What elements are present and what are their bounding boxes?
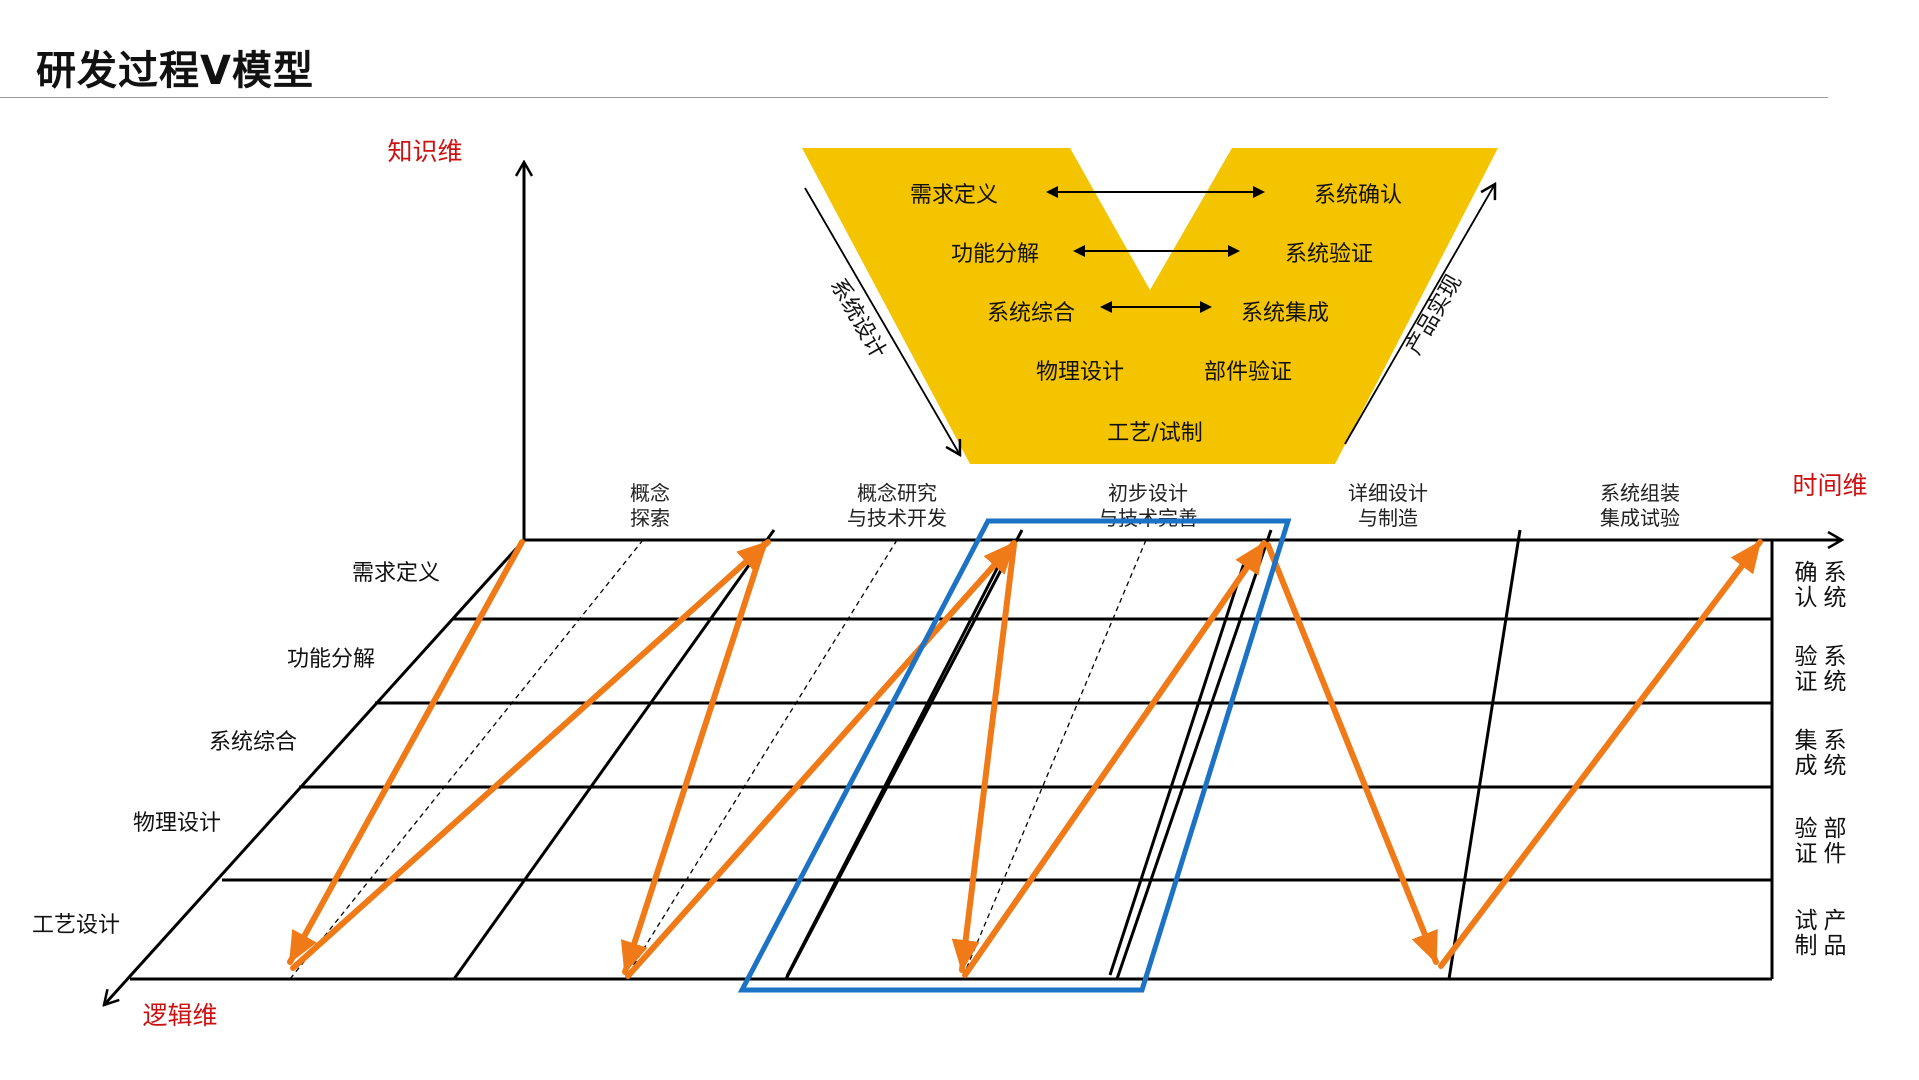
dashed-guides xyxy=(289,539,1147,980)
grid-col-4 xyxy=(1447,529,1522,980)
row-right-2-b: 证 xyxy=(1795,669,1818,695)
row-right-4-c: 部 xyxy=(1824,816,1847,842)
row-right-1-b: 认 xyxy=(1795,585,1818,611)
phase-5-line2: 集成试验 xyxy=(1600,506,1680,530)
orange-arrow-1 xyxy=(287,539,525,965)
v-right-2: 系统验证 xyxy=(1285,242,1373,267)
phase-2-line2: 与技术开发 xyxy=(847,506,947,530)
orange-arrow-5 xyxy=(951,542,1017,973)
grid xyxy=(130,529,1774,981)
row-right-3-d: 统 xyxy=(1824,753,1847,779)
phase-3-line1: 初步设计 xyxy=(1108,481,1188,505)
dashed-guide-2 xyxy=(624,539,898,980)
grid-col-3 xyxy=(1115,529,1273,980)
logic-axis xyxy=(104,538,526,1005)
row-right-5-a: 试 xyxy=(1795,908,1818,934)
row-right-1-a: 确 xyxy=(1795,560,1818,586)
orange-arrow-6 xyxy=(962,540,1267,978)
title-divider xyxy=(0,97,1828,98)
row-right-4-b: 证 xyxy=(1795,841,1818,867)
row-right-3-b: 成 xyxy=(1795,753,1818,779)
grid-col-1 xyxy=(452,529,776,980)
v-right-1: 系统确认 xyxy=(1314,183,1402,208)
iteration-line-2 xyxy=(1108,556,1248,976)
v-right-3: 系统集成 xyxy=(1241,301,1329,326)
row-right-5-b: 制 xyxy=(1795,933,1818,959)
row-right-4-d: 件 xyxy=(1824,841,1847,867)
row-right-1-d: 统 xyxy=(1824,585,1847,611)
row-right-4-a: 验 xyxy=(1795,816,1818,842)
current-phase-highlight xyxy=(737,518,1292,993)
orange-arrow-4 xyxy=(625,540,1017,979)
row-left-1: 需求定义 xyxy=(352,561,440,586)
row-right-5-c: 产 xyxy=(1824,908,1847,934)
v-bottom-label: 工艺/试制 xyxy=(1107,421,1202,446)
phase-3-line2: 与技术完善 xyxy=(1098,506,1198,530)
row-left-2: 功能分解 xyxy=(287,647,375,672)
row-right-5-d: 品 xyxy=(1824,933,1847,959)
row-left-5: 工艺设计 xyxy=(32,913,120,938)
orange-arrow-2 xyxy=(290,539,771,971)
v-left-3: 系统综合 xyxy=(987,301,1075,326)
v-right-4: 部件验证 xyxy=(1204,360,1292,385)
orange-arrows xyxy=(287,539,1763,979)
page-title: 研发过程V模型 xyxy=(36,48,314,94)
orange-arrow-3 xyxy=(620,541,767,975)
iteration-line-1 xyxy=(785,556,1005,977)
row-right-3-c: 系 xyxy=(1824,728,1847,754)
v-left-4: 物理设计 xyxy=(1036,360,1124,385)
dashed-guide-3 xyxy=(961,539,1147,980)
phase-2-line1: 概念研究 xyxy=(857,481,937,505)
phase-4-line1: 详细设计 xyxy=(1348,481,1428,505)
phase-5-line1: 系统组装 xyxy=(1600,481,1680,505)
iteration-lines xyxy=(785,556,1248,977)
dashed-guide-1 xyxy=(289,539,644,980)
axis-label-logic: 逻辑维 xyxy=(142,1001,217,1030)
row-labels-left: 需求定义 功能分解 系统综合 物理设计 工艺设计 xyxy=(32,561,440,938)
phase-4-line2: 与制造 xyxy=(1358,506,1418,530)
orange-arrow-7 xyxy=(1265,542,1439,965)
v-right-side-arrow xyxy=(1344,184,1495,445)
row-right-2-a: 验 xyxy=(1795,644,1818,670)
row-left-4: 物理设计 xyxy=(133,811,221,836)
row-right-1-c: 系 xyxy=(1824,560,1847,586)
phase-labels: 概念 探索 概念研究 与技术开发 初步设计 与技术完善 详细设计 与制造 系统组… xyxy=(630,481,1680,530)
row-left-3: 系统综合 xyxy=(209,730,297,755)
phase-1-line2: 探索 xyxy=(630,506,670,530)
row-right-3-a: 集 xyxy=(1795,728,1818,754)
row-right-2-c: 系 xyxy=(1824,644,1847,670)
phase-1-line1: 概念 xyxy=(630,481,670,505)
v-left-side-arrow xyxy=(804,187,960,455)
row-labels-right: 确 认 系 统 验 证 系 统 集 成 系 统 验 证 部 件 试 制 产 品 xyxy=(1795,560,1847,959)
row-right-2-d: 统 xyxy=(1824,669,1847,695)
axis-label-knowledge: 知识维 xyxy=(387,137,462,166)
v-left-1: 需求定义 xyxy=(910,183,998,208)
orange-arrow-8 xyxy=(1438,539,1763,969)
v-left-2: 功能分解 xyxy=(951,242,1039,267)
axis-label-time: 时间维 xyxy=(1792,471,1867,500)
